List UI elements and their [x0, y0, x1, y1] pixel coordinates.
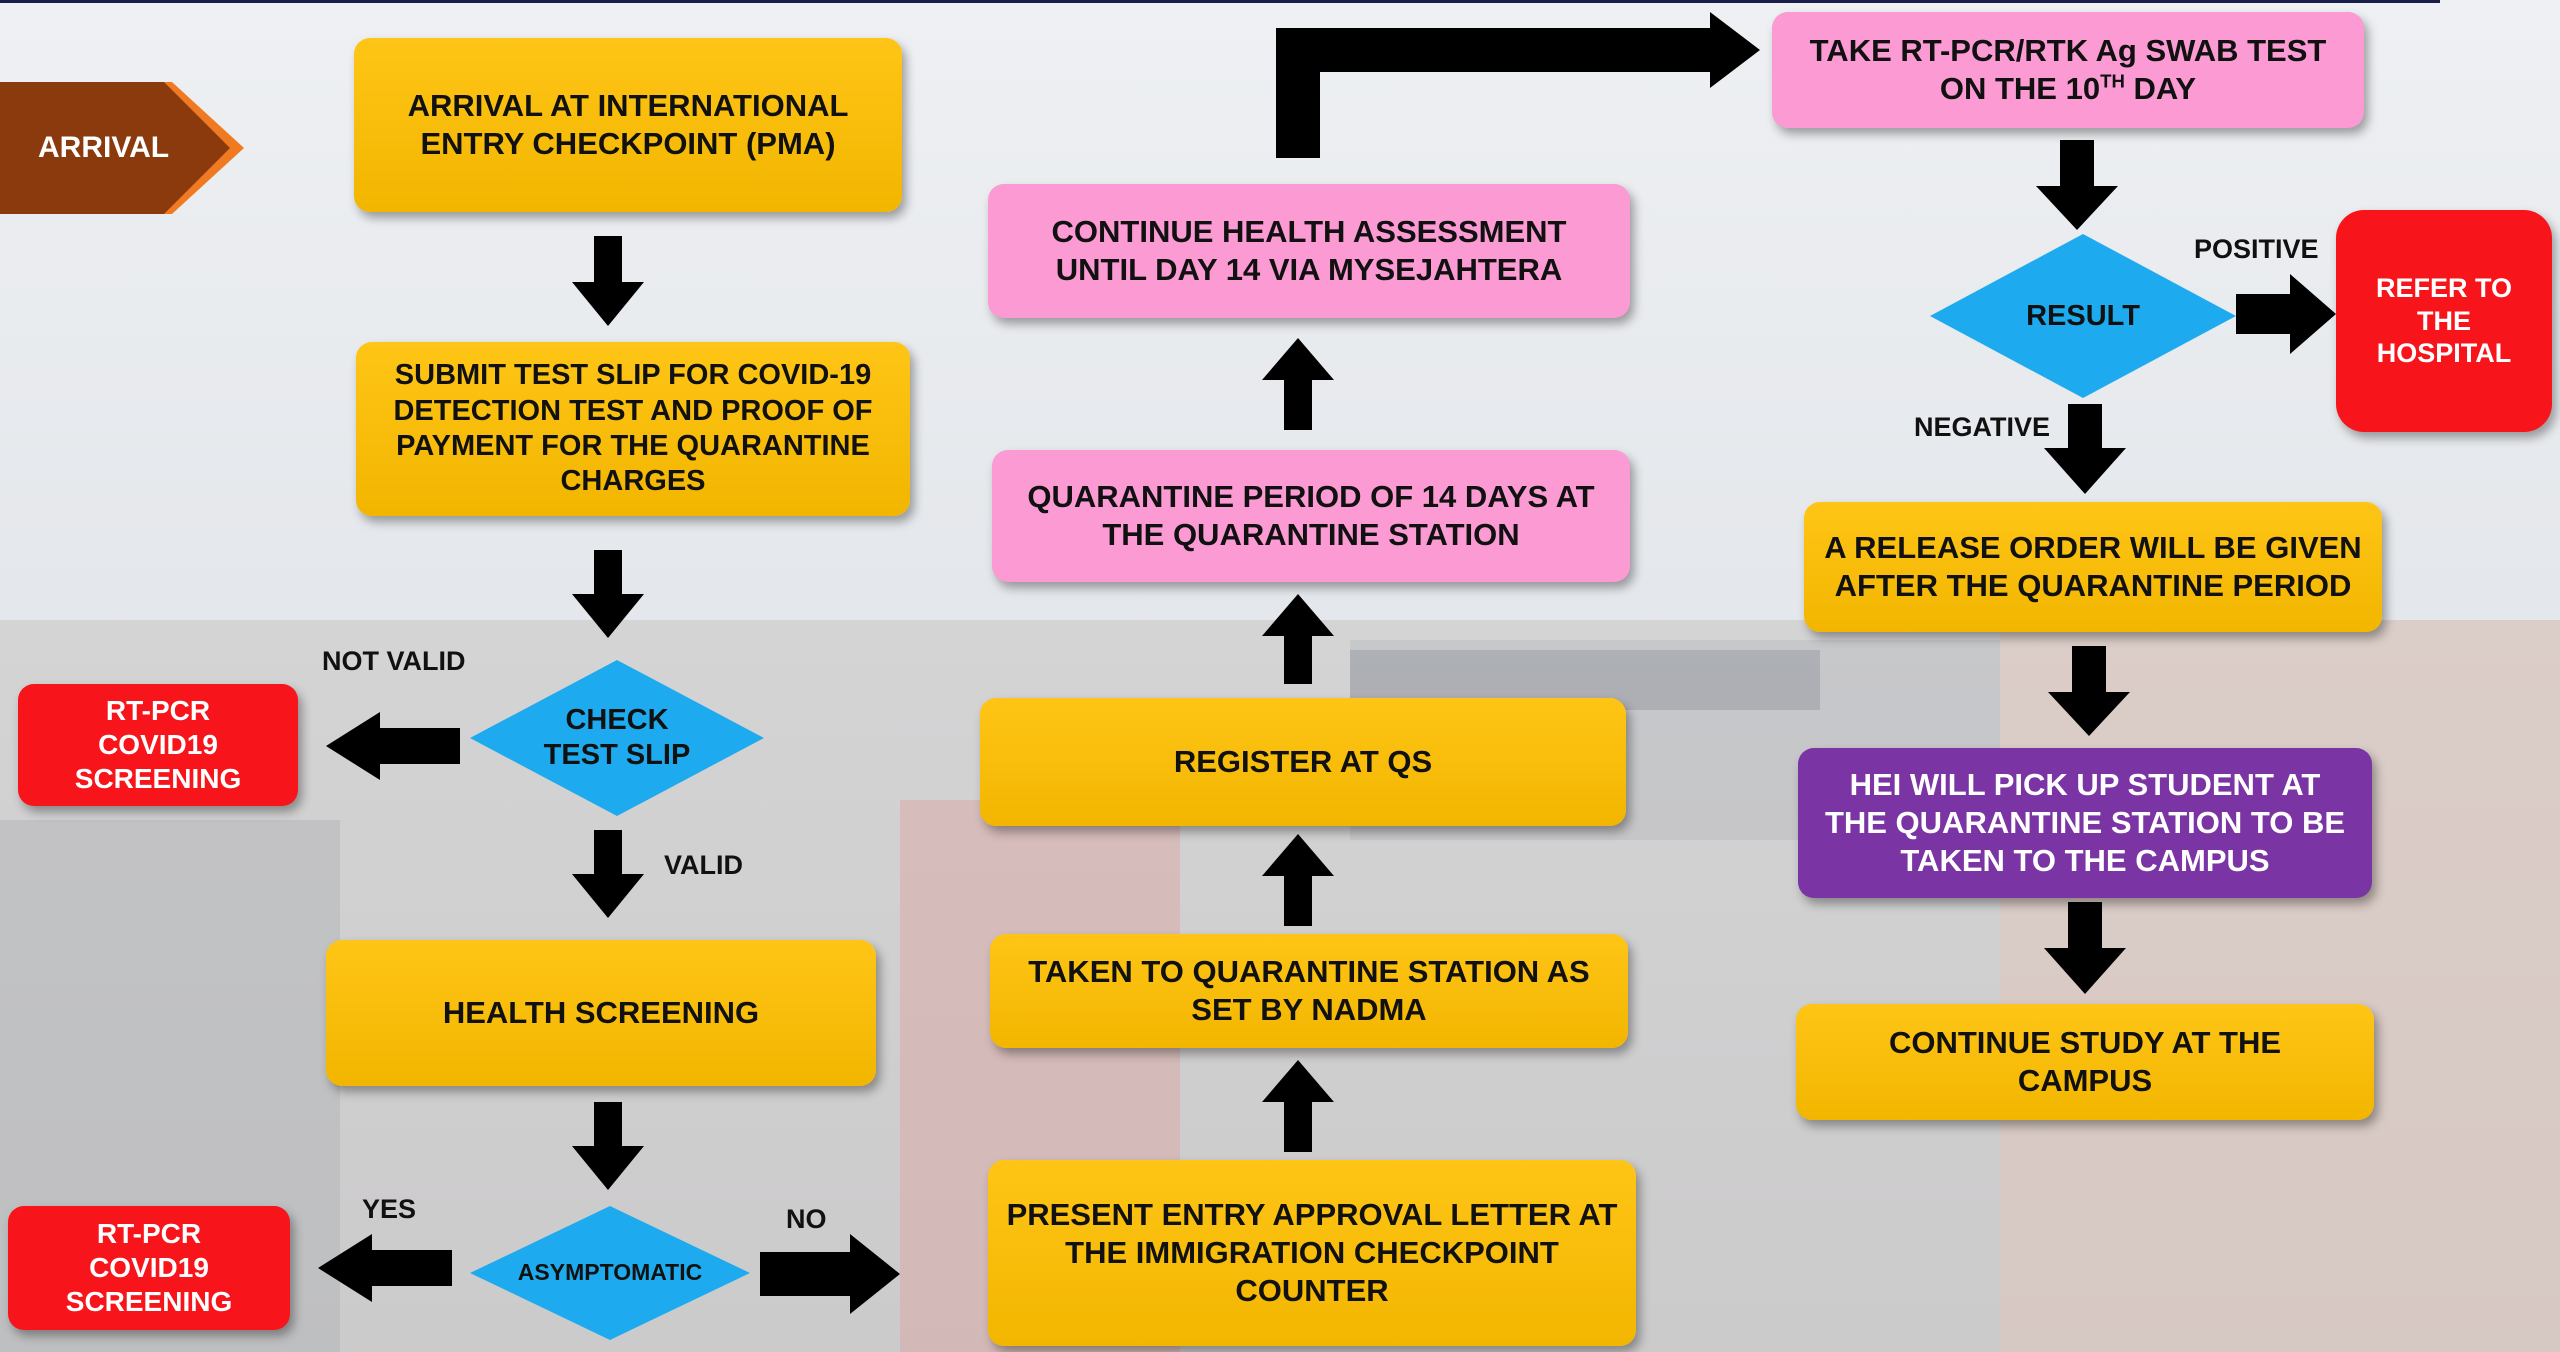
- node-asymptomatic-text: ASYMPTOMATIC: [517, 1259, 703, 1286]
- node-quarantine-period-text: QUARANTINE PERIOD OF 14 DAYS AT THE QUAR…: [1027, 479, 1595, 552]
- node-result-text: RESULT: [2026, 299, 2140, 332]
- node-arrival-checkpoint: ARRIVAL AT INTERNATIONAL ENTRY CHECKPOIN…: [354, 38, 902, 212]
- label-negative: NEGATIVE: [1914, 412, 2051, 442]
- node-swab-test: TAKE RT-PCR/RTK Ag SWAB TEST ON THE 10TH…: [1772, 12, 2364, 128]
- node-swab-test-line2-suffix: DAY: [2124, 71, 2197, 106]
- arrival-tab: ARRIVAL: [0, 82, 244, 214]
- node-hei-pickup: HEI WILL PICK UP STUDENT AT THE QUARANTI…: [1798, 748, 2372, 898]
- arrival-tab-shape: [0, 82, 244, 214]
- node-hei-pickup-text: HEI WILL PICK UP STUDENT AT THE QUARANTI…: [1824, 767, 2346, 878]
- node-continue-assessment: CONTINUE HEALTH ASSESSMENT UNTIL DAY 14 …: [988, 184, 1630, 318]
- node-register-qs: REGISTER AT QS: [980, 698, 1626, 826]
- label-yes: YES: [362, 1194, 417, 1224]
- node-refer-hospital: REFER TO THE HOSPITAL: [2336, 210, 2552, 432]
- arrival-tab-label: ARRIVAL: [38, 131, 170, 164]
- node-taken-to-qs: TAKEN TO QUARANTINE STATION AS SET BY NA…: [990, 934, 1628, 1048]
- node-release-order-text: A RELEASE ORDER WILL BE GIVEN AFTER THE …: [1824, 530, 2362, 603]
- node-swab-test-sup: TH: [2100, 70, 2125, 92]
- node-rtpcr-2: RT-PCR COVID19 SCREENING: [8, 1206, 290, 1330]
- node-refer-hospital-text: REFER TO THE HOSPITAL: [2375, 272, 2512, 369]
- node-present-letter-text: PRESENT ENTRY APPROVAL LETTER AT THE IMM…: [1006, 1197, 1618, 1308]
- node-rtpcr-1-text: RT-PCR COVID19 SCREENING: [74, 694, 242, 795]
- node-arrival-checkpoint-text: ARRIVAL AT INTERNATIONAL ENTRY CHECKPOIN…: [407, 88, 849, 161]
- top-border-line: [0, 0, 2440, 3]
- node-submit-slip-text: SUBMIT TEST SLIP FOR COVID-19 DETECTION …: [393, 359, 873, 498]
- label-positive: POSITIVE: [2194, 234, 2319, 264]
- node-continue-study: CONTINUE STUDY AT THE CAMPUS: [1796, 1004, 2374, 1120]
- node-release-order: A RELEASE ORDER WILL BE GIVEN AFTER THE …: [1804, 502, 2382, 632]
- node-continue-assessment-text: CONTINUE HEALTH ASSESSMENT UNTIL DAY 14 …: [1051, 214, 1567, 287]
- label-no: NO: [786, 1204, 827, 1234]
- node-health-screening-text: HEALTH SCREENING: [442, 995, 760, 1031]
- node-check-slip-text: CHECK TEST SLIP: [543, 704, 691, 771]
- node-swab-test-line2: ON THE 10TH DAY: [1940, 70, 2196, 108]
- node-present-letter: PRESENT ENTRY APPROVAL LETTER AT THE IMM…: [988, 1160, 1636, 1346]
- label-valid: VALID: [664, 850, 743, 880]
- label-not-valid: NOT VALID: [322, 646, 466, 676]
- node-health-screening: HEALTH SCREENING: [326, 940, 876, 1086]
- node-register-qs-text: REGISTER AT QS: [1173, 744, 1433, 780]
- node-swab-test-line2-prefix: ON THE 10: [1939, 71, 2101, 106]
- node-rtpcr-2-text: RT-PCR COVID19 SCREENING: [65, 1217, 233, 1318]
- node-submit-slip: SUBMIT TEST SLIP FOR COVID-19 DETECTION …: [356, 342, 910, 516]
- node-continue-study-text: CONTINUE STUDY AT THE CAMPUS: [1888, 1025, 2282, 1098]
- node-rtpcr-1: RT-PCR COVID19 SCREENING: [18, 684, 298, 806]
- node-quarantine-period: QUARANTINE PERIOD OF 14 DAYS AT THE QUAR…: [992, 450, 1630, 582]
- node-swab-test-line1: TAKE RT-PCR/RTK Ag SWAB TEST: [1809, 33, 2327, 69]
- node-taken-to-qs-text: TAKEN TO QUARANTINE STATION AS SET BY NA…: [1028, 954, 1590, 1027]
